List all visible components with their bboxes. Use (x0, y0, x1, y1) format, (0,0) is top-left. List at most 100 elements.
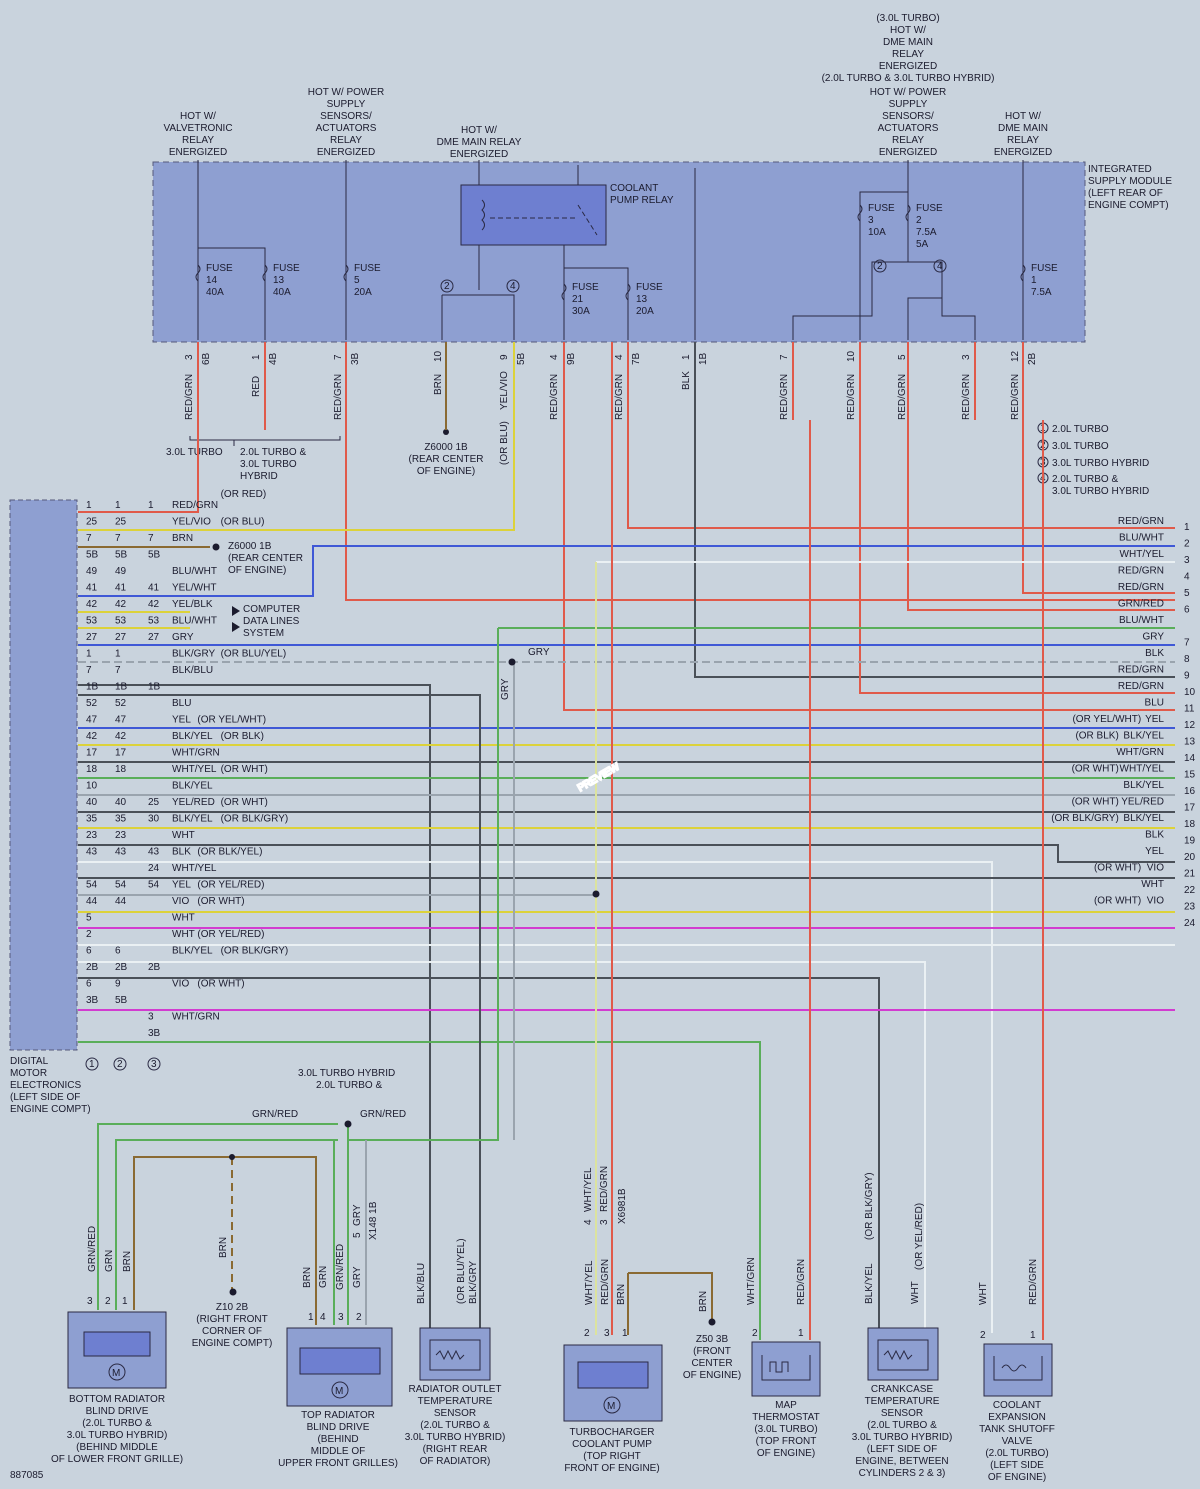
svg-text:TEMPERATURE: TEMPERATURE (865, 1396, 940, 1407)
label-power-supply: RELAY (330, 135, 362, 146)
svg-text:(FRONT: (FRONT (693, 1346, 731, 1357)
svg-text:3: 3 (87, 1296, 93, 1307)
dme-pin: 5B (115, 550, 128, 561)
label-valvetronic: HOT W/ (180, 111, 216, 122)
ground-z6000: OF ENGINE) (417, 466, 475, 477)
dme-pin: 7 (86, 665, 92, 676)
dme-wire-color: YEL (172, 880, 191, 891)
right-wire-number: 12 (1184, 720, 1196, 731)
right-row: YEL(OR YEL/WHT)12 (1072, 714, 1195, 731)
top-labels: HOT W/ VALVETRONIC RELAY ENERGIZED HOT W… (163, 13, 1052, 160)
svg-text:BLK/YEL: BLK/YEL (864, 1263, 875, 1304)
right-wire-note: (OR WHT) (1072, 797, 1119, 808)
coolant-pump-relay (460, 184, 607, 246)
svg-text:5: 5 (897, 354, 908, 360)
label-dme-main-right: ENERGIZED (994, 147, 1052, 158)
dme-wire-color: VIO (172, 979, 189, 990)
svg-text:1: 1 (89, 1059, 95, 1070)
dme-pin: 23 (86, 830, 98, 841)
right-wire-note: (OR BLK) (1075, 731, 1118, 742)
variant-20-hybrid: 3.0L TURBO (240, 459, 297, 470)
svg-text:FUSE: FUSE (354, 263, 381, 274)
dme-wire-note: (OR BLK) (221, 731, 264, 742)
dme-pin: 9 (115, 979, 121, 990)
svg-text:20A: 20A (354, 287, 372, 298)
svg-text:1: 1 (122, 1296, 128, 1307)
dme-pin: 23 (115, 830, 127, 841)
variant-30turbo: 3.0L TURBO (166, 447, 223, 458)
svg-text:FUSE: FUSE (1031, 263, 1058, 274)
svg-text:3: 3 (604, 1328, 610, 1339)
label-right-stack: HOT W/ (890, 25, 926, 36)
svg-text:BRN: BRN (433, 374, 444, 395)
svg-text:FRONT OF ENGINE): FRONT OF ENGINE) (564, 1463, 659, 1474)
svg-text:RED/GRN: RED/GRN (961, 374, 972, 420)
svg-text:7.5A: 7.5A (1031, 287, 1052, 298)
right-row: BLU/WHT (1119, 615, 1164, 626)
svg-text:CORNER OF: CORNER OF (202, 1326, 262, 1337)
dme-pin: 42 (86, 731, 98, 742)
dme-pin: 54 (115, 880, 127, 891)
svg-text:FUSE: FUSE (572, 282, 599, 293)
svg-text:2: 2 (877, 261, 883, 272)
svg-text:12: 12 (1010, 350, 1021, 362)
harness-wires (78, 342, 1175, 1340)
dme-wire-color: BLK/BLU (172, 665, 213, 676)
svg-text:BRN: BRN (122, 1251, 133, 1272)
svg-text:4: 4 (937, 261, 943, 272)
svg-text:RED/GRN: RED/GRN (600, 1259, 611, 1305)
dme-pin: 5B (148, 550, 161, 561)
dme-pin: 2B (115, 962, 128, 973)
svg-text:(LEFT SIDE OF: (LEFT SIDE OF (867, 1444, 937, 1455)
svg-text:GRN: GRN (318, 1266, 329, 1288)
dme-pin: 3B (148, 1028, 161, 1039)
svg-text:MOTOR: MOTOR (10, 1068, 47, 1079)
right-wire-color: BLK (1145, 830, 1164, 841)
right-wire-number: 3 (1184, 555, 1190, 566)
module-wire-labels: RED/GRN RED RED/GRN BRN YEL/VIO RED/GRN … (184, 371, 1021, 465)
svg-text:X6981B: X6981B (617, 1188, 628, 1224)
right-wire-color: BLK/YEL (1123, 813, 1164, 824)
right-wire-color: BLK (1145, 648, 1164, 659)
svg-text:(LEFT SIDE: (LEFT SIDE (990, 1460, 1044, 1471)
svg-text:1: 1 (798, 1328, 804, 1339)
integrated-supply-module (152, 161, 1086, 343)
dme-wire-color: BRN (172, 533, 193, 544)
svg-text:3: 3 (338, 1312, 344, 1323)
dme-label: DIGITAL MOTOR ELECTRONICS (LEFT SIDE OF … (10, 1056, 91, 1115)
dme-wire-note: (OR RED) (221, 489, 267, 500)
svg-text:RED/GRN: RED/GRN (599, 1166, 610, 1212)
dme-pin: 3 (148, 1012, 154, 1023)
svg-text:OF ENGINE): OF ENGINE) (988, 1472, 1046, 1483)
right-wire-color: WHT/YEL (1120, 764, 1165, 775)
svg-text:FUSE: FUSE (636, 282, 663, 293)
dme-wire-color: BLK (172, 847, 191, 858)
label-right-stack: SENSORS/ (882, 111, 934, 122)
dme-pin: 43 (86, 847, 98, 858)
right-wire-color: YEL (1145, 846, 1164, 857)
dme-pin: 18 (115, 764, 127, 775)
svg-text:2: 2 (444, 281, 450, 292)
dme-pin: 1 (86, 500, 92, 511)
dme-wire-color: VIO (172, 896, 189, 907)
label-dme-main: DME MAIN RELAY (437, 137, 522, 148)
dme-pin: 7 (86, 533, 92, 544)
svg-text:5A: 5A (916, 239, 929, 250)
right-wire-number: 13 (1184, 737, 1196, 748)
dme-pin: 27 (115, 632, 127, 643)
dme-wire-note: (OR WHT) (221, 764, 268, 775)
svg-text:2.0L TURBO &: 2.0L TURBO & (1052, 474, 1118, 485)
label-power-supply: HOT W/ POWER (308, 87, 384, 98)
